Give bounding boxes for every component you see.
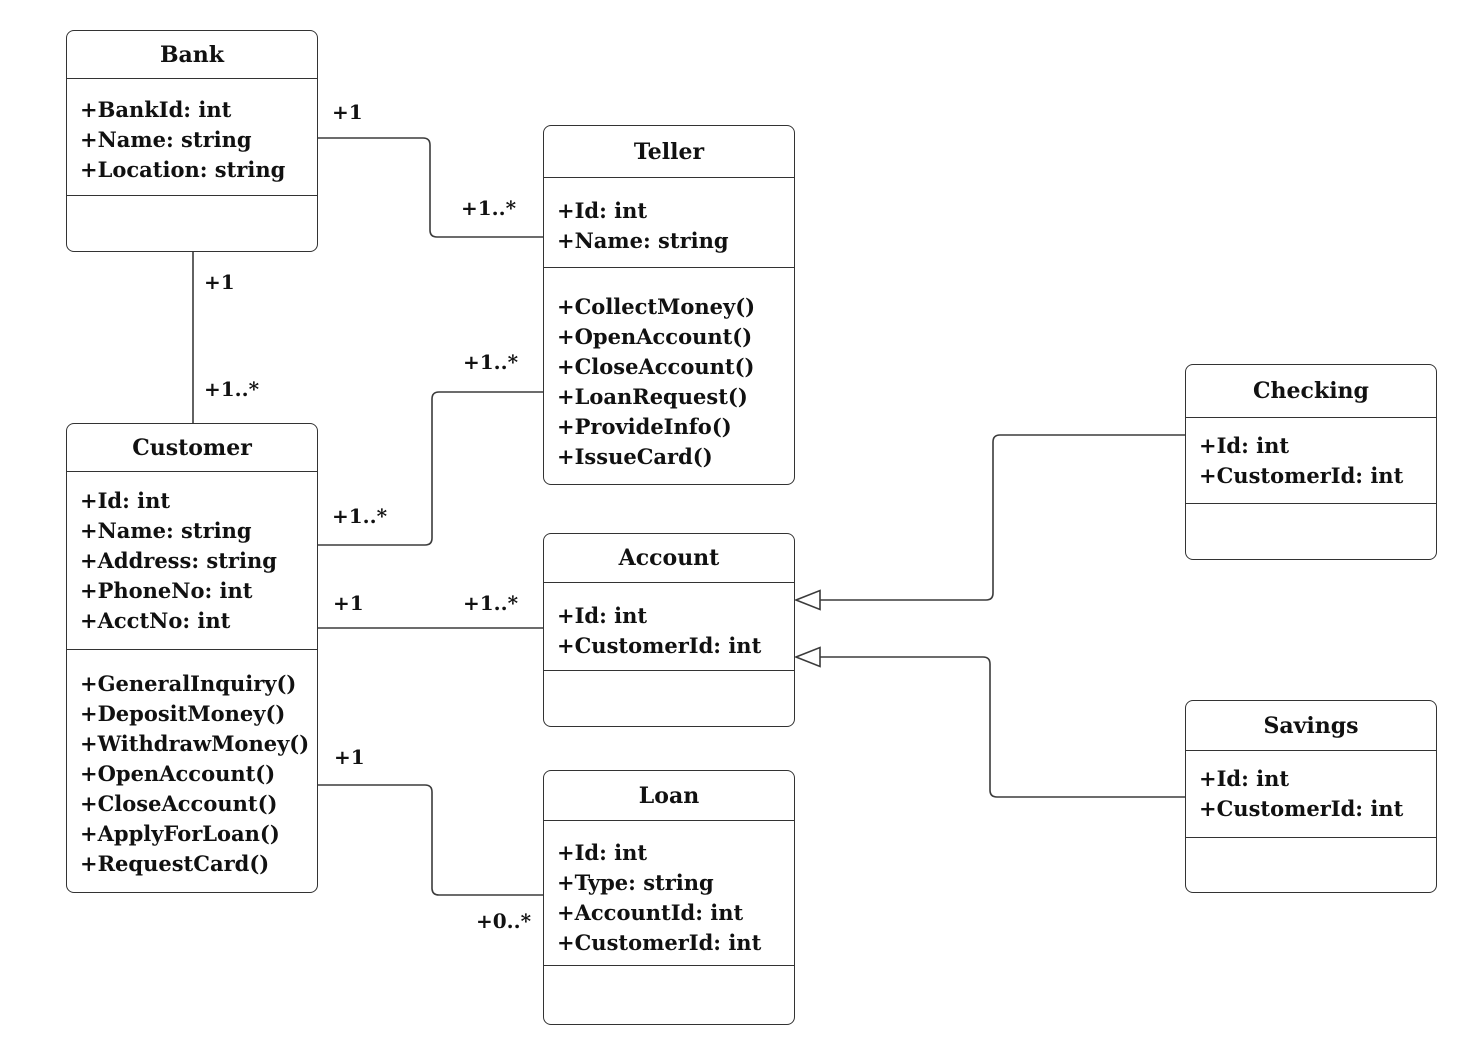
connector-customer-loan	[318, 784, 543, 896]
multiplicity-bank-teller-source: +1	[332, 100, 363, 124]
attribute-line: +Type: string	[557, 870, 714, 895]
class-title: Customer	[67, 424, 317, 472]
method-line: +ProvideInfo()	[557, 414, 732, 439]
class-checking[interactable]: Checking +Id: int +CustomerId: int	[1185, 364, 1437, 560]
class-attributes: +Id: int +Name: string +Address: string +Ph…	[67, 472, 317, 650]
class-title: Teller	[544, 126, 794, 178]
attribute-line: +PhoneNo: int	[80, 578, 253, 603]
multiplicity-bank-teller-target: +1..*	[461, 196, 517, 220]
method-line: +IssueCard()	[557, 444, 713, 469]
method-line: +ApplyForLoan()	[80, 821, 280, 846]
generalization-arrow-checking	[793, 589, 821, 611]
class-title: Account	[544, 534, 794, 583]
connector-customer-teller	[318, 391, 543, 546]
class-title: Checking	[1186, 365, 1436, 418]
method-line: +CloseAccount()	[557, 354, 755, 379]
class-methods	[544, 671, 794, 726]
attribute-line: +AcctNo: int	[80, 608, 231, 633]
method-line: +DepositMoney()	[80, 701, 286, 726]
class-title: Savings	[1186, 701, 1436, 751]
class-methods	[67, 196, 317, 251]
method-line: +CloseAccount()	[80, 791, 278, 816]
attribute-line: +Id: int	[557, 198, 648, 223]
attribute-line: +Address: string	[80, 548, 277, 573]
method-line: +WithdrawMoney()	[80, 731, 310, 756]
attribute-line: +CustomerId: int	[557, 930, 762, 955]
connector-bank-teller	[318, 137, 543, 238]
attribute-line: +Id: int	[1199, 433, 1290, 458]
multiplicity-customer-loan-target: +0..*	[476, 909, 532, 933]
attribute-line: +Location: string	[80, 157, 286, 182]
multiplicity-customer-loan-source: +1	[334, 745, 365, 769]
attribute-line: +Id: int	[557, 840, 648, 865]
class-methods: +CollectMoney() +OpenAccount() +CloseAccou…	[544, 268, 794, 484]
method-line: +GeneralInquiry()	[80, 671, 297, 696]
class-methods: +GeneralInquiry() +DepositMoney() +Withdra…	[67, 650, 317, 892]
class-title: Bank	[67, 31, 317, 79]
multiplicity-customer-teller-target: +1..*	[463, 350, 519, 374]
method-line: +OpenAccount()	[80, 761, 276, 786]
class-attributes: +Id: int +CustomerId: int	[1186, 751, 1436, 838]
class-account[interactable]: Account +Id: int +CustomerId: int	[543, 533, 795, 727]
generalization-arrow-savings	[793, 646, 821, 668]
class-savings[interactable]: Savings +Id: int +CustomerId: int	[1185, 700, 1437, 893]
method-line: +CollectMoney()	[557, 294, 756, 319]
attribute-line: +Id: int	[80, 488, 171, 513]
class-attributes: +Id: int +Name: string	[544, 178, 794, 268]
class-teller[interactable]: Teller +Id: int +Name: string +CollectMon…	[543, 125, 795, 485]
class-loan[interactable]: Loan +Id: int +Type: string +AccountId: in…	[543, 770, 795, 1025]
class-attributes: +BankId: int +Name: string +Location: stri…	[67, 79, 317, 196]
attribute-line: +CustomerId: int	[1199, 796, 1404, 821]
attribute-line: +Id: int	[1199, 766, 1290, 791]
class-title: Loan	[544, 771, 794, 821]
method-line: +RequestCard()	[80, 851, 270, 876]
class-customer[interactable]: Customer +Id: int +Name: string +Address: …	[66, 423, 318, 893]
attribute-line: +BankId: int	[80, 97, 232, 122]
class-methods	[1186, 504, 1436, 559]
attribute-line: +Name: string	[80, 127, 252, 152]
class-methods	[1186, 838, 1436, 892]
connector-savings-account	[820, 656, 1185, 798]
attribute-line: +CustomerId: int	[1199, 463, 1404, 488]
class-attributes: +Id: int +Type: string +AccountId: int +Cus…	[544, 821, 794, 966]
attribute-line: +Name: string	[557, 228, 729, 253]
connector-checking-account	[820, 434, 1185, 601]
multiplicity-customer-teller-source: +1..*	[332, 504, 388, 528]
class-attributes: +Id: int +CustomerId: int	[544, 583, 794, 671]
attribute-line: +AccountId: int	[557, 900, 744, 925]
class-methods	[544, 966, 794, 1024]
multiplicity-customer-account-target: +1..*	[463, 591, 519, 615]
class-bank[interactable]: Bank +BankId: int +Name: string +Location:…	[66, 30, 318, 252]
attribute-line: +CustomerId: int	[557, 633, 762, 658]
method-line: +OpenAccount()	[557, 324, 753, 349]
multiplicity-customer-account-source: +1	[333, 591, 364, 615]
multiplicity-bank-customer-source: +1	[204, 270, 235, 294]
class-attributes: +Id: int +CustomerId: int	[1186, 418, 1436, 504]
attribute-line: +Name: string	[80, 518, 252, 543]
multiplicity-bank-customer-target: +1..*	[204, 377, 260, 401]
method-line: +LoanRequest()	[557, 384, 748, 409]
attribute-line: +Id: int	[557, 603, 648, 628]
